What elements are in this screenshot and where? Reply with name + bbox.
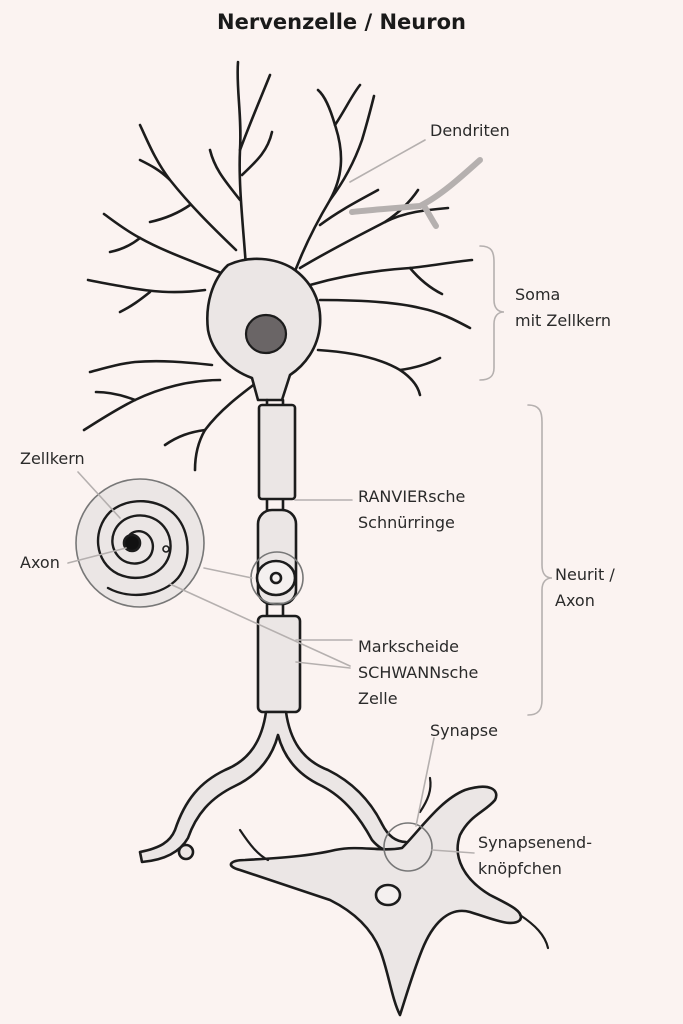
target-cell-nucleus bbox=[374, 883, 402, 907]
label-synapsenend-line2: knöpfchen bbox=[478, 859, 562, 878]
myelin-sheath-1 bbox=[257, 403, 297, 501]
label-ranvier-line1: RANVIERsche bbox=[358, 487, 466, 506]
label-ranvier-line2: Schnürringe bbox=[358, 513, 455, 532]
target-cell bbox=[229, 785, 523, 1017]
synapse-highlight bbox=[383, 822, 433, 872]
soma-brace bbox=[479, 245, 505, 381]
label-zellkern: Zellkern bbox=[20, 449, 85, 468]
label-dendriten: Dendriten bbox=[430, 121, 510, 140]
label-soma-line1: Soma bbox=[515, 285, 561, 304]
myelin-sheath-3 bbox=[256, 614, 302, 714]
dendrites bbox=[82, 60, 474, 472]
label-markscheide-line3: Zelle bbox=[358, 689, 398, 708]
label-soma: Soma mit Zellkern bbox=[515, 282, 611, 334]
label-neurit-line2: Axon bbox=[555, 591, 595, 610]
label-neurit: Neurit / Axon bbox=[555, 562, 615, 614]
label-ranvier: RANVIERsche Schnürringe bbox=[358, 484, 465, 536]
label-synapse: Synapse bbox=[430, 721, 498, 740]
label-markscheide-line2: SCHWANNsche bbox=[358, 663, 479, 682]
label-synapsenend-line1: Synapsenend- bbox=[478, 833, 592, 852]
label-synapsenend: Synapsenend- knöpfchen bbox=[478, 830, 592, 882]
cell-nucleus bbox=[244, 313, 288, 355]
label-neurit-line1: Neurit / bbox=[555, 565, 615, 584]
label-axon-inset: Axon bbox=[20, 553, 60, 572]
label-markscheide: Markscheide SCHWANNsche Zelle bbox=[358, 634, 478, 712]
label-soma-line2: mit Zellkern bbox=[515, 311, 612, 330]
diagram-title: Nervenzelle / Neuron bbox=[217, 10, 466, 34]
myelin-cross-section-inset bbox=[75, 478, 205, 608]
neurit-brace bbox=[527, 404, 553, 716]
axon bbox=[250, 398, 304, 722]
ranvier-node-cross-section bbox=[255, 559, 297, 597]
label-markscheide-line1: Markscheide bbox=[358, 637, 460, 656]
axon-terminals bbox=[138, 710, 410, 864]
